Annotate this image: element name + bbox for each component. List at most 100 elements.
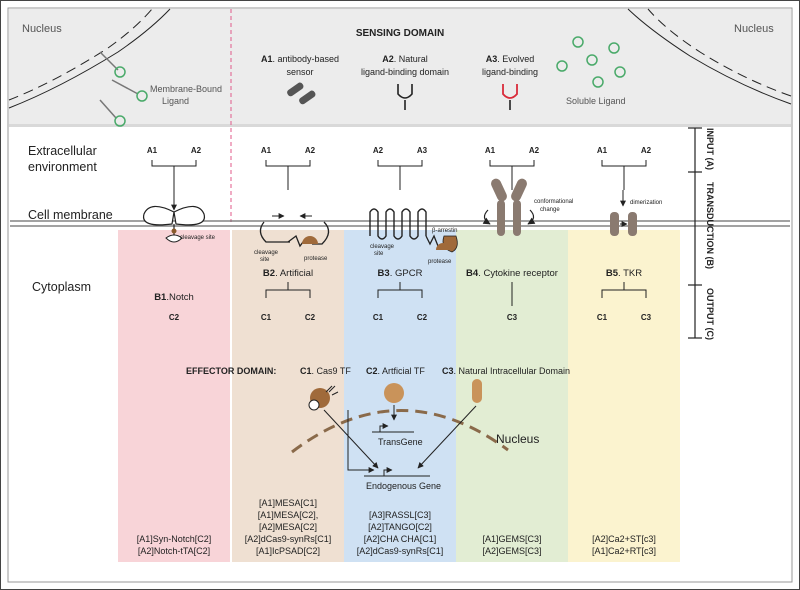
input-bracket-b4: A1 A2 — [485, 146, 540, 190]
example-b2: [A2]dCas9-synRs[C1] — [245, 534, 332, 544]
sensor-a3: A3. Evolved ligand-binding — [482, 54, 538, 110]
nucleus-left-outer — [8, 8, 171, 109]
transgene: TransGene — [372, 423, 423, 447]
effector-c2-code: C2 — [366, 366, 378, 376]
gpcr-cleavage-1: cleavage — [370, 244, 395, 250]
notch-receptor-icon — [142, 190, 206, 243]
input-label: A2 — [305, 146, 316, 155]
output-label: C1 — [597, 313, 608, 322]
input-label: A2 — [641, 146, 652, 155]
intracellular-domain-icon — [472, 379, 482, 403]
input-label: A1 — [597, 146, 608, 155]
input-label: A1 — [147, 146, 158, 155]
bracket-line — [265, 160, 311, 190]
column-tkr — [568, 230, 680, 562]
effector-c3-code: C3 — [442, 366, 454, 376]
artificial-cleavage-1: cleavage — [254, 250, 279, 256]
input-label: A2 — [529, 146, 540, 155]
cytoplasm-label: Cytoplasm — [32, 280, 91, 294]
example-b1: [A1]Syn-Notch[C2] — [137, 534, 212, 544]
endogenous-gene: Endogenous Gene — [364, 467, 441, 491]
example-b3: [A3]RASSL[C3] — [369, 510, 431, 520]
gpcr-protease: protease — [428, 259, 452, 265]
tkr-receptor-icon — [610, 190, 637, 236]
cell-membrane-label: Cell membrane — [28, 208, 113, 222]
output-label: C2 — [305, 313, 316, 322]
gpcr-cleavage-2: site — [374, 251, 384, 257]
example-b3: [A2]CHA CHA[C1] — [364, 534, 437, 544]
input-bracket-b2: A1 A2 — [261, 146, 316, 190]
stage-axis: INPUT (A) TRANSDUCTION (B) OUTPUT (C) — [688, 127, 715, 340]
example-b2: [A1]MESA[C1] — [259, 498, 317, 508]
svg-text:ligand-binding domain: ligand-binding domain — [361, 67, 449, 77]
svg-text:A3. Evolved: A3. Evolved — [486, 54, 535, 64]
antibody-icon — [287, 82, 316, 105]
arrow-tf-down — [347, 410, 375, 473]
output-tree-b3: C1 C2 — [373, 282, 428, 322]
axis-input-label: INPUT (A) — [705, 128, 715, 170]
example-b2: [A2]MESA[C2] — [259, 522, 317, 532]
receptor-label-b3: B3. GPCR — [378, 268, 423, 279]
endogenous-gene-label: Endogenous Gene — [366, 481, 441, 491]
example-b4: [A2]GEMS[C3] — [482, 546, 541, 556]
output-label: C2 — [417, 313, 428, 322]
input-label: A2 — [373, 146, 384, 155]
conformational-label-2: change — [540, 207, 560, 213]
svg-text:C3. Natural Intracellular Doma: C3. Natural Intracellular Domain — [442, 366, 570, 376]
membrane-bound-ligand-label-1: Membrane-Bound — [150, 84, 222, 94]
effector-c3-name: . Natural Intracellular Domain — [454, 366, 571, 376]
input-label: A1 — [261, 146, 272, 155]
gpcr-arrestin: β-arrestin — [432, 228, 457, 234]
sensor-a1: A1. antibody-based sensor — [261, 54, 339, 105]
cytokine-receptor-icon — [482, 178, 536, 236]
dimerization-label: dimerization — [630, 200, 662, 206]
artificial-receptor-icon — [259, 213, 330, 248]
input-label: A3 — [417, 146, 428, 155]
effector-domain-title: EFFECTOR DOMAIN: — [186, 366, 276, 376]
nucleus-right-label: Nucleus — [734, 23, 774, 35]
bracket-line — [151, 160, 197, 190]
soluble-ligand-label: Soluble Ligand — [566, 96, 626, 106]
example-b4: [A1]GEMS[C3] — [482, 534, 541, 544]
membrane-bound-ligand-icons — [99, 51, 148, 127]
nucleus-right-outer — [627, 8, 792, 105]
column-notch — [118, 230, 230, 562]
bracket-line — [601, 160, 647, 190]
receptor-label-b4: B4. Cytokine receptor — [466, 268, 558, 279]
nucleus-membrane — [291, 409, 509, 454]
input-bracket-b5: A1 A2 — [597, 146, 652, 190]
svg-text:C2. Artficial TF: C2. Artficial TF — [366, 366, 425, 376]
input-label: A1 — [485, 146, 496, 155]
svg-text:A2. Natural: A2. Natural — [382, 54, 428, 64]
membrane-bound-ligand-label-2: Ligand — [162, 96, 189, 106]
band-edge — [9, 124, 791, 127]
output-label: C3 — [641, 313, 652, 322]
bracket-line — [489, 160, 535, 190]
nucleus-left-inner — [8, 8, 153, 101]
arrow-intracellular — [417, 405, 477, 469]
axis-output-label: OUTPUT (C) — [705, 288, 715, 340]
artificial-protease: protease — [304, 256, 328, 262]
output-label: C2 — [169, 313, 180, 322]
output-label: C1 — [373, 313, 384, 322]
svg-text:A1. antibody-based: A1. antibody-based — [261, 54, 339, 64]
effector-c1-code: C1 — [300, 366, 312, 376]
example-b5: [A1]Ca2+RT[c3] — [592, 546, 656, 556]
extracellular-band — [9, 9, 791, 124]
evolved-ligand-icon — [502, 84, 518, 99]
sensor-a2: A2. Natural ligand-binding domain — [361, 54, 449, 110]
effector-c2-name: . Artficial TF — [378, 366, 426, 376]
bracket-line — [377, 160, 423, 190]
receptor-label-b5: B5. TKR — [606, 268, 642, 279]
conformational-label-1: conformational — [534, 199, 573, 205]
output-tree-b5: C1 C3 — [597, 282, 652, 322]
transgene-label: TransGene — [378, 437, 423, 447]
examples: [A1]Syn-Notch[C2][A2]Notch-tTA[C2][A1]ME… — [137, 498, 656, 556]
